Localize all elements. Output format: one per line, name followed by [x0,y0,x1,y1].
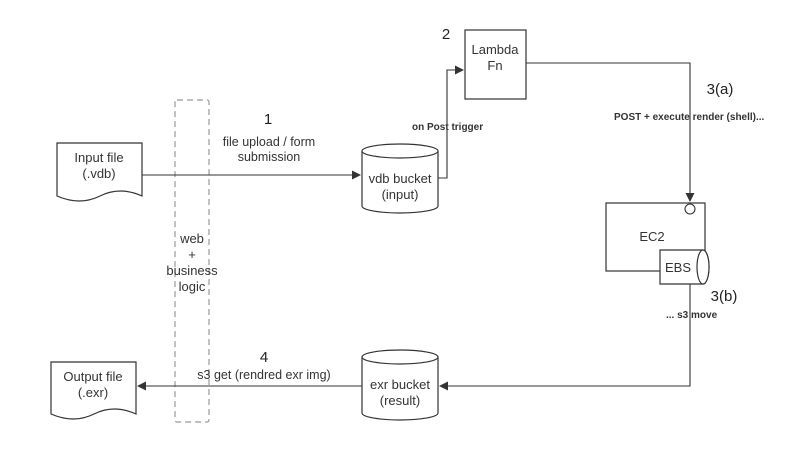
lambda-label-2: Fn [487,58,502,73]
vdb-bucket-label-1: vdb bucket [369,171,432,186]
vdb-bucket-node: vdb bucket (input) [361,143,439,214]
edge-s3-move [439,284,691,391]
web-logic-line-3: business [166,263,218,278]
output-file-label-2: (.exr) [78,385,108,400]
edge-post-exec [526,62,695,202]
upload-label-1: file upload / form [223,135,315,149]
exr-bucket-label-1: exr bucket [370,377,430,392]
s3-get-label: s3 get (rendred exr img) [197,368,330,382]
output-file-label-1: Output file [63,369,122,384]
s3-move-label: ... s3 move [666,310,718,321]
upload-label-2: submission [238,150,301,164]
edge-post-trigger [438,65,464,179]
vdb-bucket-label-2: (input) [382,187,419,202]
ebs-label: EBS [665,260,691,275]
web-logic-line-4: logic [179,279,206,294]
post-trigger-label: on Post trigger [412,122,483,133]
step-3b-label: 3(b) [711,288,738,305]
exr-bucket-label-2: (result) [380,393,420,408]
web-logic-line-1: web [179,231,204,246]
ebs-node: EBS [659,249,710,285]
web-logic-line-2: + [188,247,196,262]
web-logic-container: web + business logic [166,99,218,423]
ec2-connector-icon [684,203,696,215]
lambda-label-1: Lambda [472,42,520,57]
post-exec-label: POST + execute render (shell)... [614,112,765,123]
step-4-label: 4 [260,349,268,366]
step-2-label: 2 [442,26,450,43]
ec2-label: EC2 [639,229,664,244]
input-file-label-1: Input file [74,150,123,165]
exr-bucket-node: exr bucket (result) [361,349,439,421]
input-file-label-2: (.vdb) [82,166,115,181]
output-file-node: Output file (.exr) [50,361,137,420]
lambda-node: Lambda Fn [464,29,527,100]
input-file-node: Input file (.vdb) [56,142,143,202]
step-1-label: 1 [264,111,272,128]
step-3a-label: 3(a) [707,81,734,98]
